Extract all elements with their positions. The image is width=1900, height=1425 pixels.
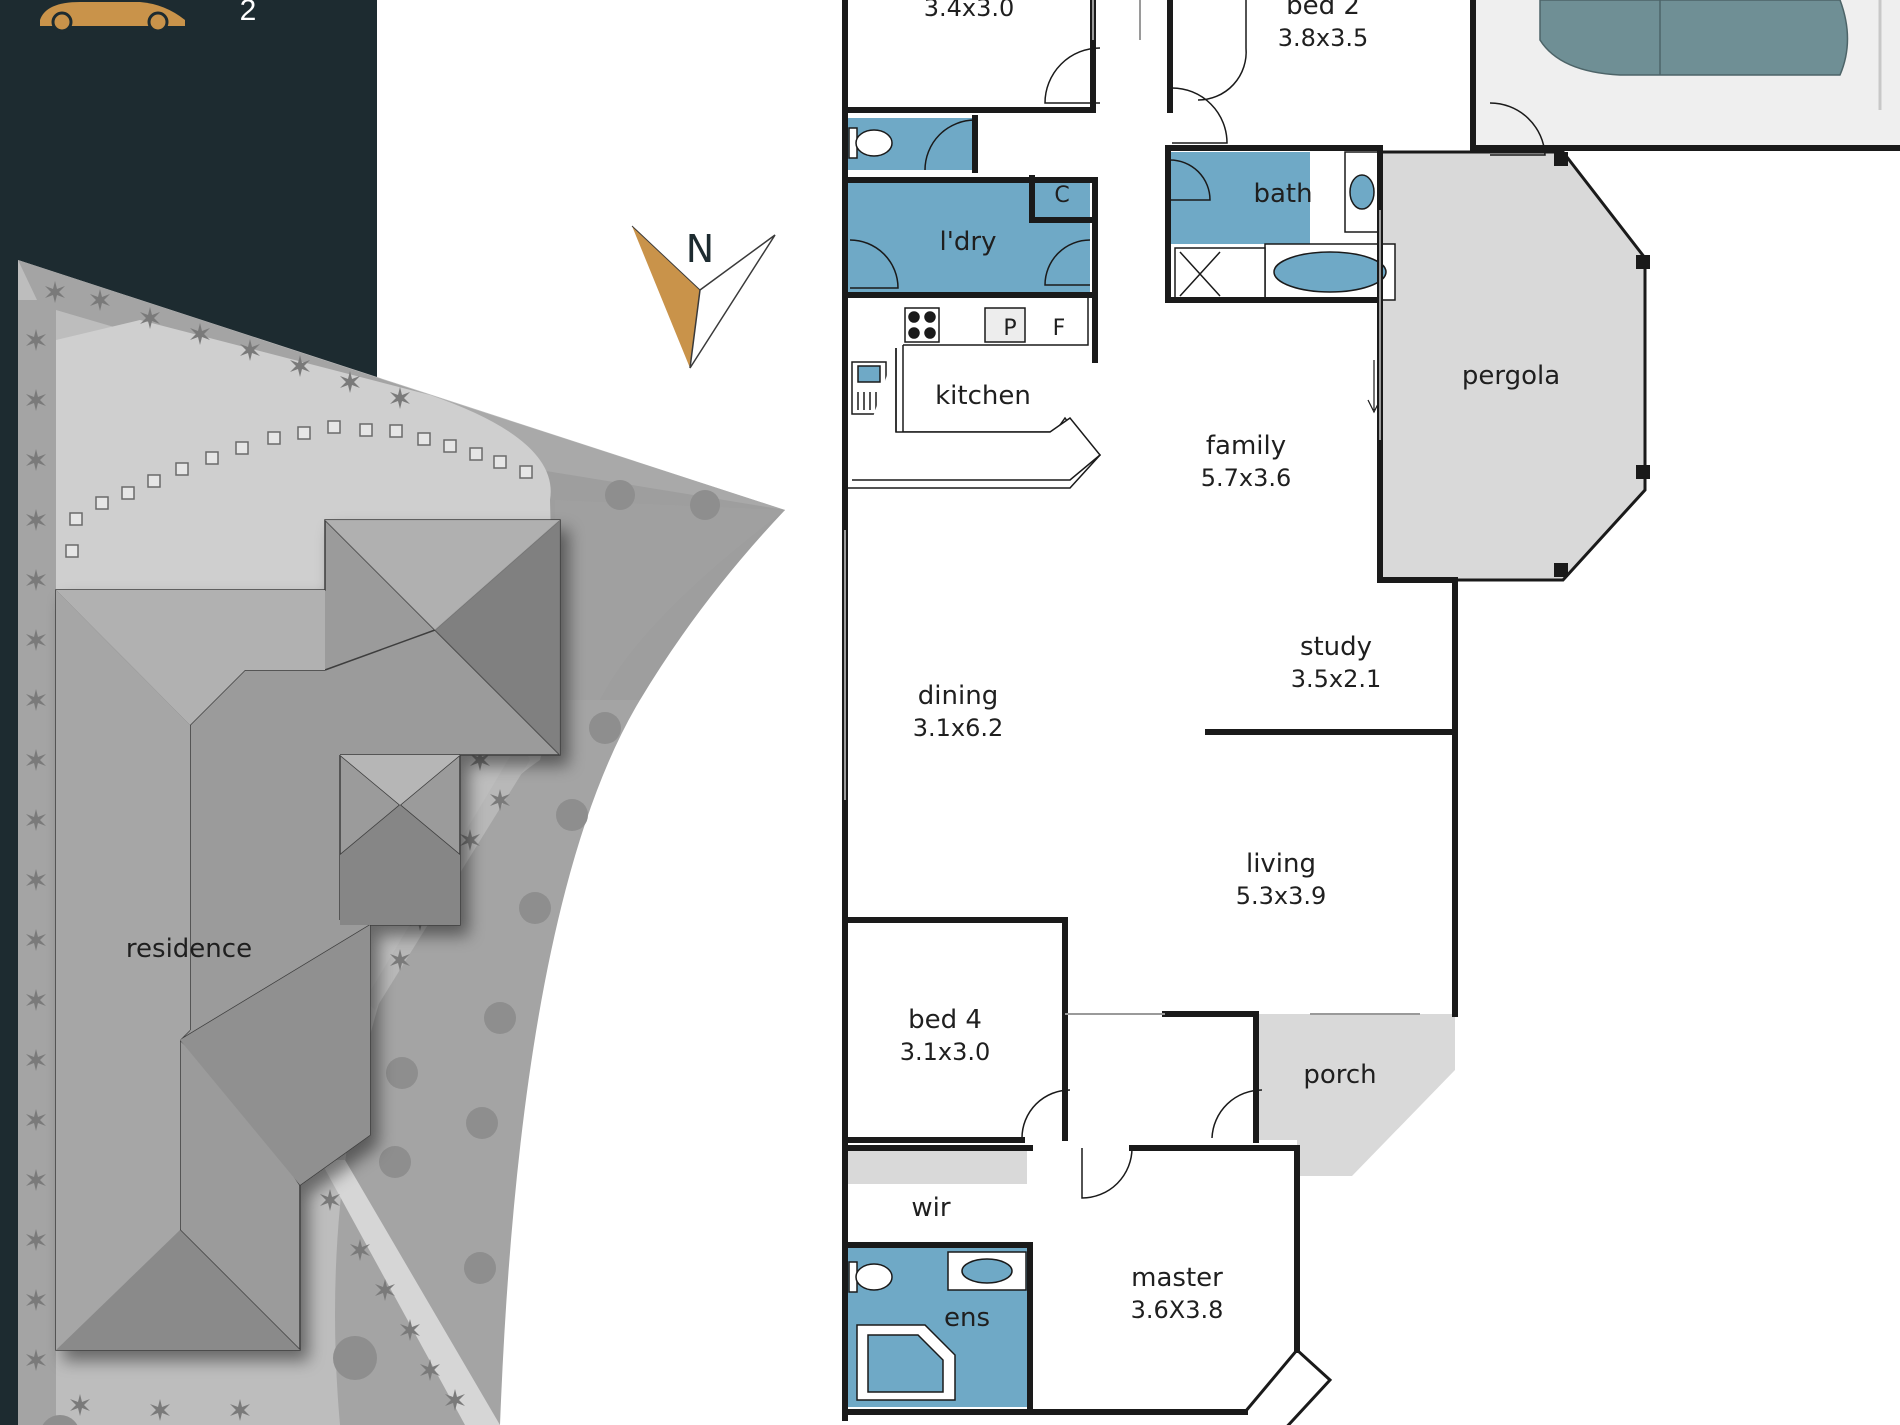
pergola-name: pergola	[1462, 361, 1560, 391]
master-name: master	[1131, 1263, 1223, 1293]
bed4-name: bed 4	[908, 1005, 982, 1035]
car-in-garage-icon	[1539, 0, 1849, 76]
porch-name: porch	[1303, 1060, 1376, 1090]
bath-name: bath	[1253, 179, 1312, 209]
trees	[42, 480, 720, 1425]
porch-area	[1256, 1014, 1455, 1176]
study-dimensions: 3.5x2.1	[1291, 665, 1382, 693]
family-name: family	[1206, 431, 1286, 461]
family-dimensions: 5.7x3.6	[1201, 464, 1292, 492]
study-name: study	[1300, 632, 1372, 662]
ensuite-name: ens	[944, 1303, 990, 1333]
laundry-name: l'dry	[940, 227, 997, 257]
site-plan: residence	[18, 260, 785, 1425]
compass-north-label: N	[686, 227, 714, 271]
wir-name: wir	[911, 1193, 950, 1223]
bed2-name: bed 2	[1286, 0, 1360, 21]
floor-plan	[842, 0, 1900, 1425]
living-name: living	[1246, 849, 1316, 879]
bed3-dimensions: 3.4x3.0	[924, 0, 1015, 22]
master-dimensions: 3.6X3.8	[1131, 1296, 1224, 1324]
kitchen-name: kitchen	[935, 381, 1031, 411]
fridge-label: F	[1053, 316, 1066, 341]
residence-label: residence	[126, 934, 252, 964]
stepping-stones	[65, 420, 533, 558]
fixtures	[848, 127, 1396, 1401]
compass-icon: N	[631, 225, 776, 369]
pantry-label: P	[1003, 316, 1016, 341]
bed2-dimensions: 3.8x3.5	[1278, 24, 1369, 52]
door-swings	[849, 0, 1546, 1199]
dining-name: dining	[918, 681, 998, 711]
dining-dimensions: 3.1x6.2	[913, 714, 1004, 742]
living-dimensions: 5.3x3.9	[1236, 882, 1327, 910]
car-spaces-count: 2	[240, 0, 257, 27]
car-icon	[40, 2, 185, 33]
cupboard-label: C	[1054, 183, 1069, 208]
room-labels: 3.4x3.0 bed 2 3.8x3.5 bath l'dry C P F k…	[900, 0, 1560, 1333]
bed4-dimensions: 3.1x3.0	[900, 1038, 991, 1066]
